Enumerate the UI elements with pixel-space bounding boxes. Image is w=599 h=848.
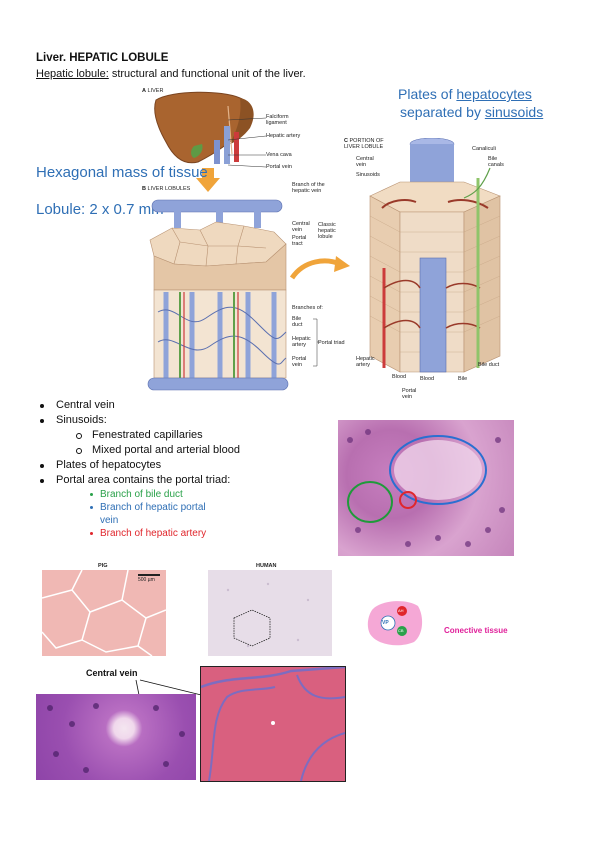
callout-plates: Plates of hepatocytes bbox=[398, 86, 532, 102]
pig-label: PIG bbox=[98, 563, 108, 569]
human-micrograph bbox=[208, 570, 332, 656]
bullet-mixed-blood: Mixed portal and arterial blood bbox=[56, 443, 240, 458]
human-label: HUMAN bbox=[256, 563, 277, 569]
fig-c-panel-title: C PORTION OF LIVER LOBULE bbox=[344, 138, 384, 150]
figure-c-lobule-portion bbox=[360, 137, 510, 388]
portal-triad-bracket bbox=[313, 318, 320, 367]
bullet-sinusoids: Sinusoids: bbox=[40, 413, 240, 428]
fig-c-label-bile-duct: Bile duct bbox=[478, 362, 500, 368]
triad-schematic bbox=[366, 598, 426, 648]
arrow-down-icon bbox=[196, 168, 220, 192]
fig-c-label-sinusoids: Sinusoids bbox=[356, 172, 380, 178]
callout-separated: separated by sinusoids bbox=[400, 104, 544, 120]
fig-b-label-portal-tract: Portal tract bbox=[292, 235, 307, 247]
lobule-septa bbox=[201, 667, 345, 781]
curved-arrow-icon bbox=[290, 256, 350, 280]
portal-triad-micrograph bbox=[338, 420, 514, 556]
fig-c-label-blood-1: Blood bbox=[392, 374, 407, 380]
fig-b-label-branches-of: Branches of: bbox=[292, 305, 323, 311]
fig-b-label-hepatic-artery: Hepatic artery bbox=[292, 336, 311, 348]
portal-triad-annotations bbox=[347, 429, 505, 547]
fig-b-label-portal-vein: Portal vein bbox=[292, 356, 307, 368]
subtitle-term: Hepatic lobule: bbox=[36, 68, 109, 80]
bullet-fenestrated: Fenestrated capillaries bbox=[56, 428, 240, 443]
figure-a-liver bbox=[142, 84, 302, 184]
triad-bile-duct: Branch of bile duct bbox=[56, 488, 240, 501]
callout-hexagonal: Hexagonal mass of tissue bbox=[36, 164, 208, 181]
pig-scale: 500 µm bbox=[138, 577, 155, 583]
fig-c-label-central-vein: Central vein bbox=[356, 156, 374, 168]
fig-c-label-hepatic-artery: Hepatic artery bbox=[356, 356, 375, 368]
triad-vp-label: VP bbox=[382, 620, 389, 626]
human-lobule-outline bbox=[226, 582, 310, 648]
fig-a-label-falciform: Falciform ligament bbox=[266, 114, 289, 126]
subtitle-rest: structural and functional unit of the li… bbox=[108, 68, 306, 80]
fig-b-label-portal-triad: Portal triad bbox=[318, 340, 345, 346]
triad-hepatic-artery: Branch of hepatic artery bbox=[56, 527, 240, 540]
lobule-portion-illustration bbox=[369, 137, 501, 373]
triad-schematic-drawing bbox=[367, 601, 423, 646]
fig-c-label-canaliculi: Canaliculi bbox=[472, 146, 496, 152]
figure-b-lobules bbox=[146, 192, 292, 402]
bullet-portal-area: Portal area contains the portal triad: bbox=[40, 473, 240, 488]
fig-b-label-branch-hepatic-vein: Branch of the hepatic vein bbox=[292, 182, 325, 194]
fig-c-label-blood-2: Blood bbox=[420, 376, 435, 382]
fig-b-label-bile-duct: Bile duct bbox=[292, 316, 303, 328]
central-vein-micrograph-high bbox=[36, 694, 196, 780]
central-vein-label: Central vein bbox=[86, 668, 138, 678]
bullet-list: Central vein Sinusoids: Fenestrated capi… bbox=[40, 398, 240, 540]
fig-b-panel-title: B LIVER LOBULES bbox=[142, 186, 191, 192]
triad-top-label: AH bbox=[398, 608, 404, 613]
fig-a-label-hepatic-artery: Hepatic artery bbox=[266, 133, 301, 139]
lobules-illustration bbox=[147, 199, 289, 391]
fig-a-panel-title: A LIVER bbox=[142, 88, 164, 94]
bullet-plates: Plates of hepatocytes bbox=[40, 458, 240, 473]
page-subtitle: Hepatic lobule: structural and functiona… bbox=[36, 68, 306, 80]
triad-bottom-label: CB bbox=[398, 628, 404, 633]
page-title: Liver. HEPATIC LOBULE bbox=[36, 52, 169, 64]
triad-portal-vein: Branch of hepatic portal bbox=[56, 501, 240, 514]
pig-micrograph: 500 µm bbox=[42, 570, 166, 656]
bullet-central-vein: Central vein bbox=[40, 398, 240, 413]
connective-tissue-label: Conective tissue bbox=[444, 626, 508, 635]
pig-lobule-outlines bbox=[42, 570, 166, 656]
central-vein-micrograph-low bbox=[200, 666, 346, 782]
liver-illustration bbox=[154, 91, 254, 164]
callout-lobule-size: Lobule: 2 x 0.7 mm bbox=[36, 201, 164, 218]
fig-c-label-bile: Bile bbox=[458, 376, 468, 382]
fig-b-label-classic-lobule: Classic hepatic lobule bbox=[318, 222, 336, 240]
fig-c-label-portal-vein: Portal vein bbox=[402, 388, 417, 400]
hepatocyte-nuclei bbox=[47, 703, 185, 773]
fig-a-label-vena-cava: Vena cava bbox=[266, 152, 292, 158]
fig-a-leader-lines bbox=[228, 117, 267, 168]
fig-a-label-portal-vein: Portal vein bbox=[266, 164, 292, 170]
fig-b-label-central-vein: Central vein bbox=[292, 221, 310, 233]
fig-c-label-bile-canals: Bile canals bbox=[488, 156, 504, 168]
triad-portal-vein-cont: vein bbox=[100, 515, 119, 526]
